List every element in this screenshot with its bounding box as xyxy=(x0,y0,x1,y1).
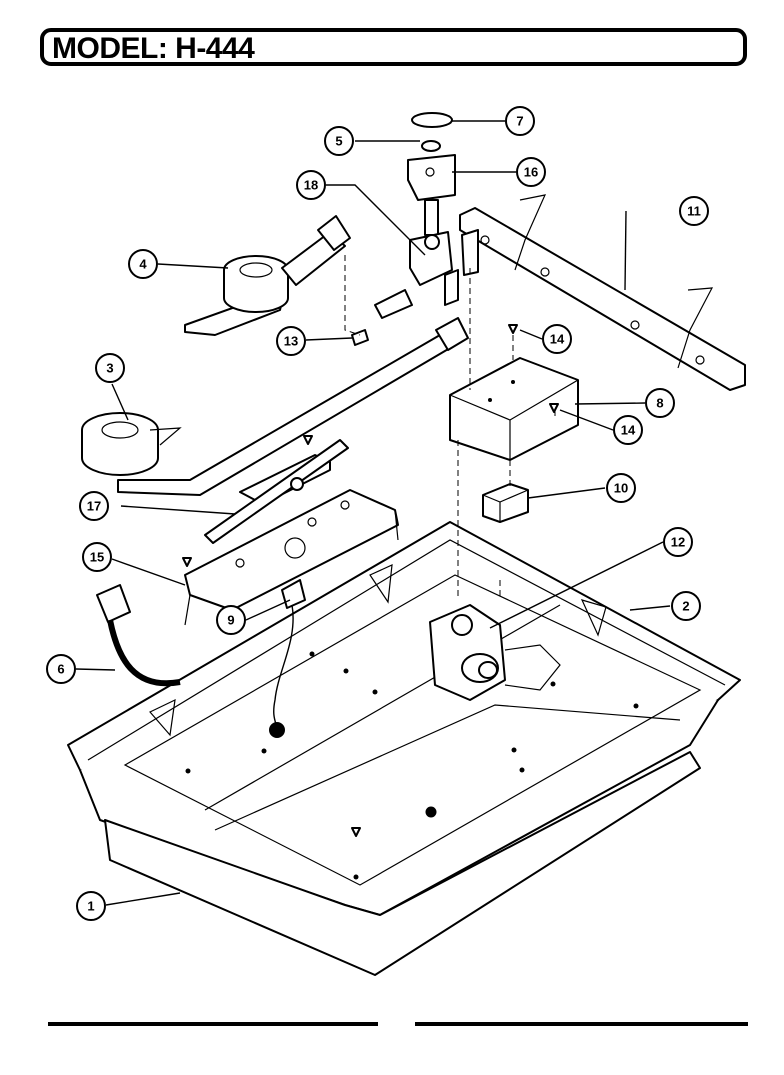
callout-7: 7 xyxy=(505,106,535,136)
svg-text:13: 13 xyxy=(284,334,298,349)
svg-text:18: 18 xyxy=(304,178,318,193)
valve-assembly xyxy=(429,604,561,701)
callout-6: 6 xyxy=(46,654,76,684)
svg-text:2: 2 xyxy=(682,599,689,614)
svg-text:15: 15 xyxy=(90,550,104,565)
burner-lower xyxy=(81,317,469,496)
svg-text:10: 10 xyxy=(614,481,628,496)
svg-text:6: 6 xyxy=(57,662,64,677)
callout-16: 16 xyxy=(516,157,546,187)
callout-17: 17 xyxy=(79,491,109,521)
svg-text:14: 14 xyxy=(550,332,565,347)
svg-text:3: 3 xyxy=(106,361,113,376)
svg-text:7: 7 xyxy=(516,114,523,129)
model-banner: MODEL: H-444 xyxy=(40,28,747,66)
callout-5: 5 xyxy=(324,126,354,156)
burner-upper xyxy=(184,215,351,336)
svg-text:16: 16 xyxy=(524,165,538,180)
callout-10: 10 xyxy=(606,473,636,503)
callout-9: 9 xyxy=(216,605,246,635)
callout-11: 11 xyxy=(679,196,709,226)
svg-text:8: 8 xyxy=(656,396,663,411)
callout-12: 12 xyxy=(663,527,693,557)
spark-module xyxy=(482,483,529,523)
callout-15: 15 xyxy=(82,542,112,572)
callout-14-upper: 14 xyxy=(542,324,572,354)
assembly-guides xyxy=(344,255,556,600)
svg-text:5: 5 xyxy=(335,134,342,149)
bottom-panel xyxy=(104,751,701,976)
callout-4: 4 xyxy=(128,249,158,279)
callout-2: 2 xyxy=(671,591,701,621)
model-title: MODEL: H-444 xyxy=(52,32,255,65)
svg-text:1: 1 xyxy=(87,899,94,914)
svg-text:11: 11 xyxy=(687,204,701,219)
callout-13: 13 xyxy=(276,326,306,356)
svg-text:9: 9 xyxy=(227,613,234,628)
burner-cap-stack xyxy=(351,112,479,346)
burner-bracket xyxy=(204,439,349,544)
manifold-bar xyxy=(459,194,746,391)
svg-text:14: 14 xyxy=(621,423,636,438)
mounting-plate xyxy=(184,489,399,626)
callout-leaders xyxy=(75,120,671,906)
svg-text:17: 17 xyxy=(87,499,101,514)
callout-3: 3 xyxy=(95,353,125,383)
svg-text:12: 12 xyxy=(671,535,685,550)
callout-1: 1 xyxy=(76,891,106,921)
callout-18: 18 xyxy=(296,170,326,200)
svg-text:4: 4 xyxy=(139,257,147,272)
screws xyxy=(182,324,559,837)
footer-rules xyxy=(48,1022,748,1026)
ignition-control-box xyxy=(449,357,579,461)
power-cord xyxy=(96,584,181,687)
callout-14-lower: 14 xyxy=(613,415,643,445)
base-pan xyxy=(67,521,741,916)
callout-8: 8 xyxy=(645,388,675,418)
